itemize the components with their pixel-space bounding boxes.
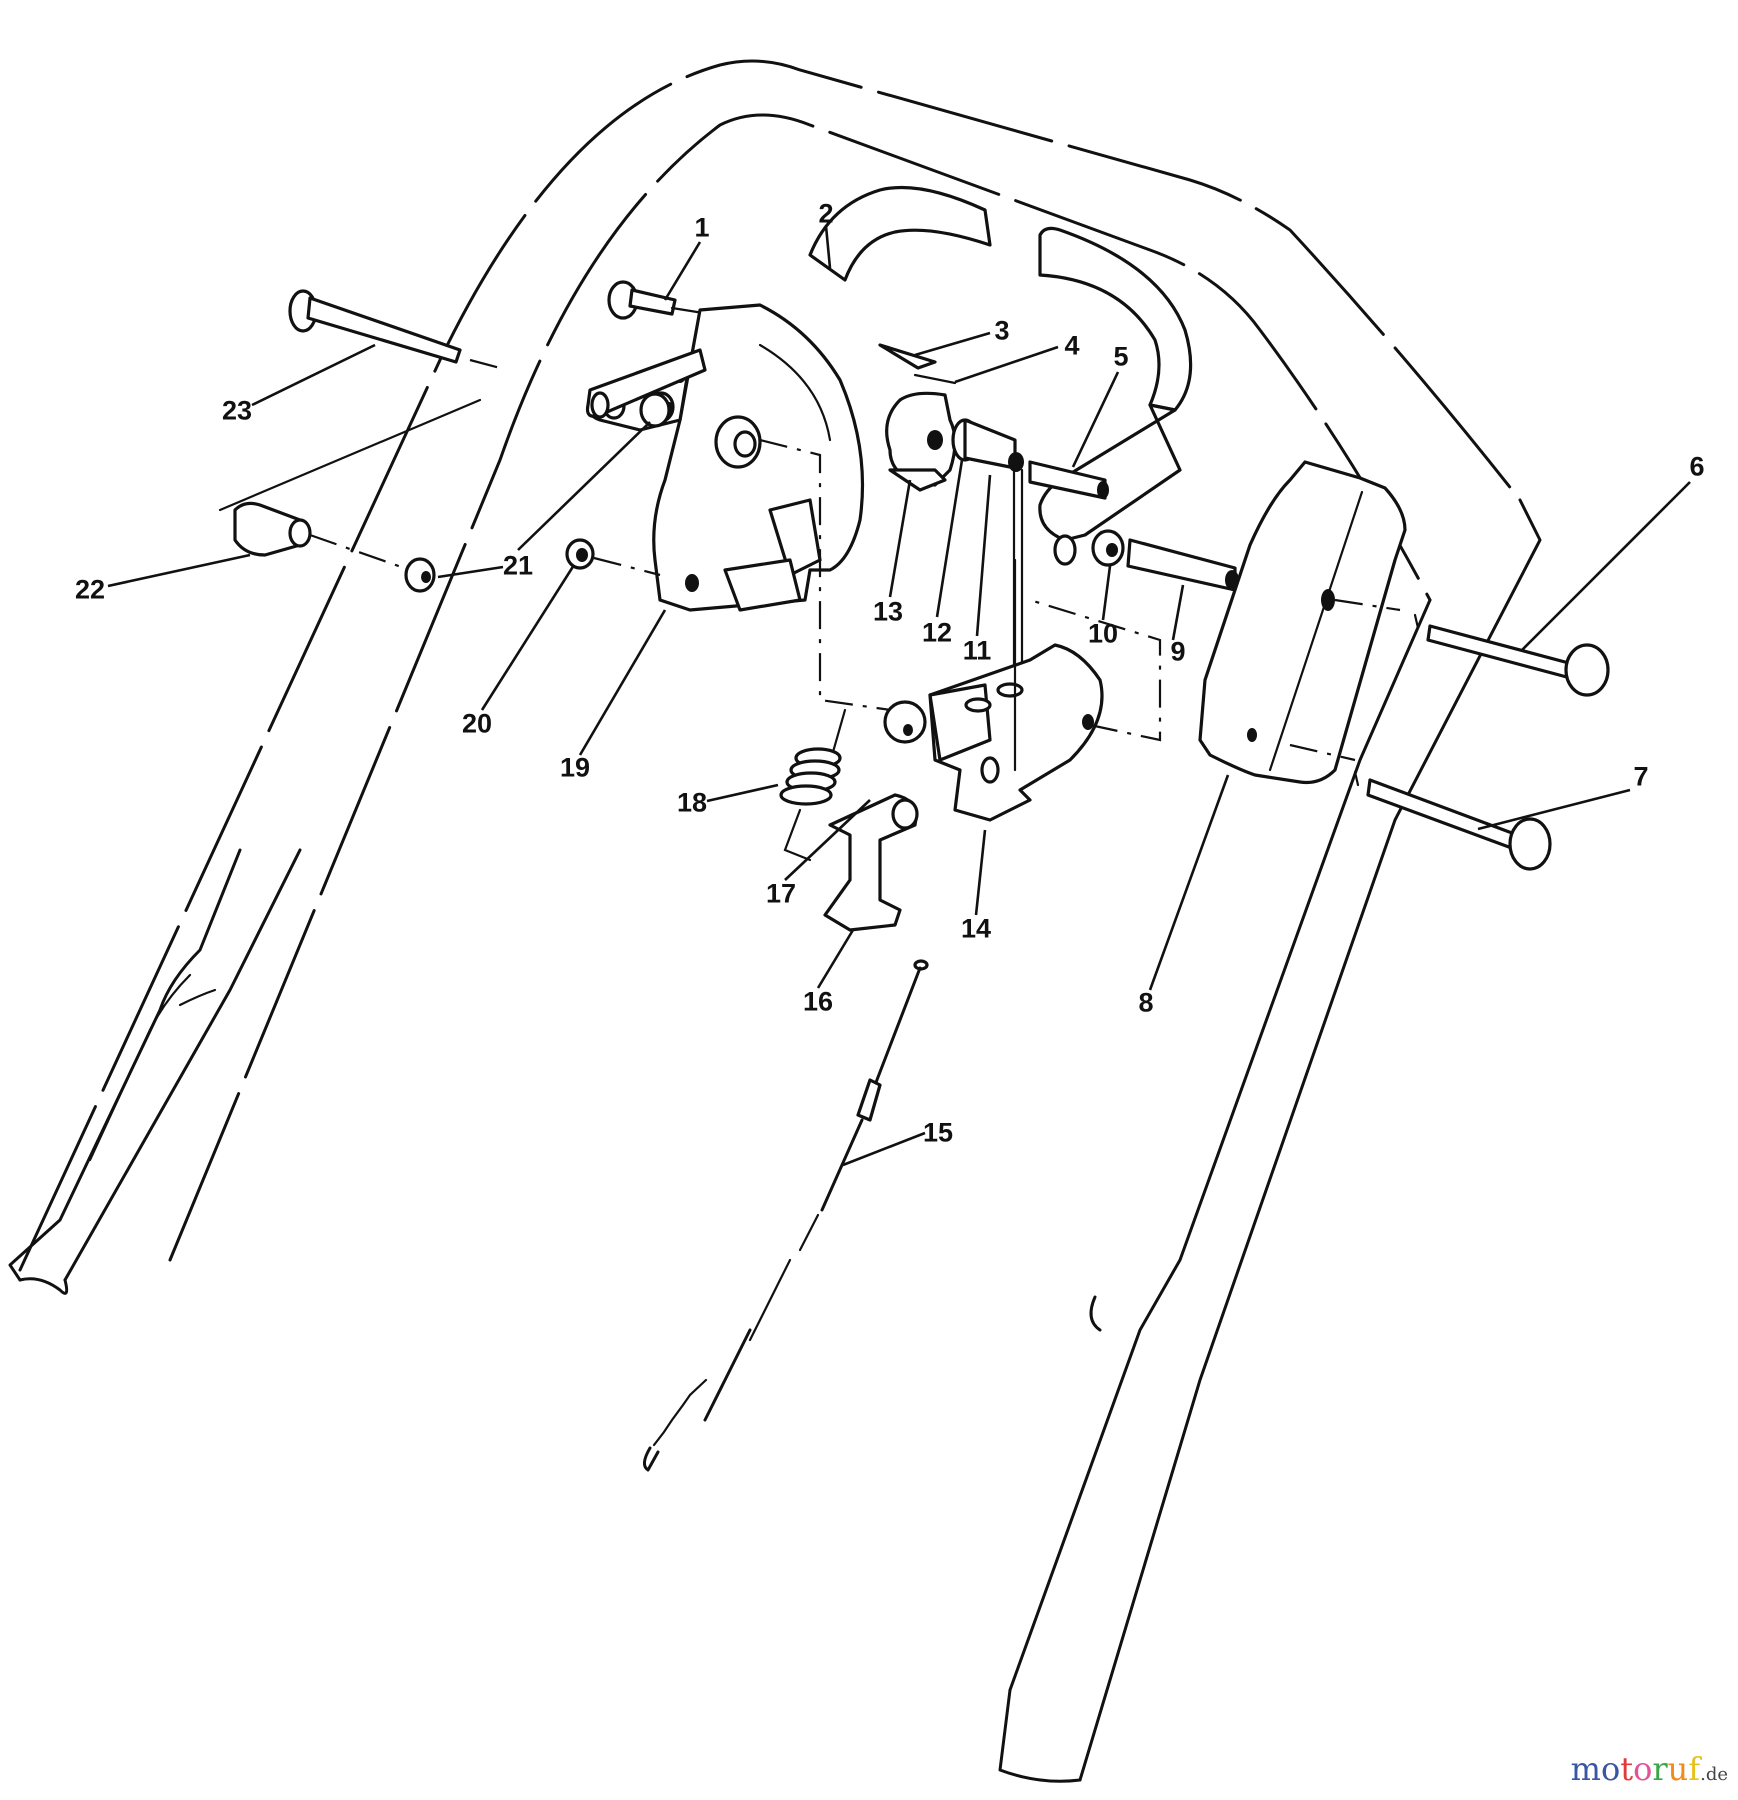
callout-5: 5 bbox=[1113, 341, 1129, 372]
nut-20 bbox=[565, 538, 661, 577]
callout-9: 9 bbox=[1170, 636, 1186, 667]
cam-13 bbox=[885, 391, 957, 492]
callout-22: 22 bbox=[74, 574, 106, 605]
callout-20: 20 bbox=[461, 708, 493, 739]
pin-9 bbox=[1126, 538, 1239, 592]
spring-18 bbox=[779, 708, 847, 862]
callout-10: 10 bbox=[1087, 618, 1119, 649]
spacer-10 bbox=[1053, 529, 1125, 567]
spacer-22 bbox=[218, 398, 482, 572]
pawl-16 bbox=[823, 793, 919, 932]
handle-frame bbox=[8, 59, 1542, 1783]
callout-21: 21 bbox=[502, 550, 534, 581]
callout-1: 1 bbox=[694, 212, 710, 243]
watermark-letter: r bbox=[1652, 1750, 1668, 1788]
watermark-letter: u bbox=[1667, 1750, 1689, 1788]
pin-4 bbox=[913, 373, 957, 385]
watermark-letter: o bbox=[1633, 1750, 1653, 1788]
control-housing-right bbox=[1198, 460, 1407, 785]
bushing-12 bbox=[951, 418, 1017, 470]
callout-15: 15 bbox=[922, 1117, 954, 1148]
watermark-letter: f bbox=[1688, 1750, 1701, 1788]
watermark-suffix: .de bbox=[1700, 1764, 1728, 1785]
watermark-letter: m bbox=[1570, 1750, 1601, 1788]
link-arm bbox=[585, 348, 707, 419]
callout-13: 13 bbox=[872, 596, 904, 627]
callout-2: 2 bbox=[818, 198, 834, 229]
bolt-6 bbox=[1413, 613, 1610, 697]
watermark-letter: o bbox=[1600, 1750, 1621, 1788]
watermark-logo: motoruf.de bbox=[1571, 1750, 1728, 1788]
callout-8: 8 bbox=[1138, 987, 1154, 1018]
leader-lines bbox=[107, 225, 1691, 1167]
bail-lever bbox=[808, 185, 1193, 542]
nut-21 bbox=[404, 392, 671, 593]
bolt-23 bbox=[288, 289, 501, 370]
callout-4: 4 bbox=[1064, 330, 1080, 361]
pin-5 bbox=[1028, 460, 1109, 500]
callout-18: 18 bbox=[676, 787, 708, 818]
callout-11: 11 bbox=[962, 635, 992, 666]
callout-16: 16 bbox=[802, 986, 834, 1017]
callout-19: 19 bbox=[559, 752, 591, 783]
callout-14: 14 bbox=[960, 913, 992, 944]
callout-6: 6 bbox=[1689, 451, 1705, 482]
callout-23: 23 bbox=[221, 395, 253, 426]
clip-3 bbox=[878, 343, 937, 370]
callout-12: 12 bbox=[921, 617, 953, 648]
bracket-14 bbox=[928, 558, 1162, 822]
callout-3: 3 bbox=[994, 315, 1010, 346]
roller-17 bbox=[883, 700, 927, 744]
bolt-7 bbox=[1353, 770, 1552, 871]
callout-7: 7 bbox=[1633, 761, 1649, 792]
watermark-letter: t bbox=[1620, 1750, 1634, 1788]
cable-15 bbox=[643, 959, 929, 1472]
control-housing-left bbox=[587, 303, 906, 714]
callout-17: 17 bbox=[765, 878, 797, 909]
